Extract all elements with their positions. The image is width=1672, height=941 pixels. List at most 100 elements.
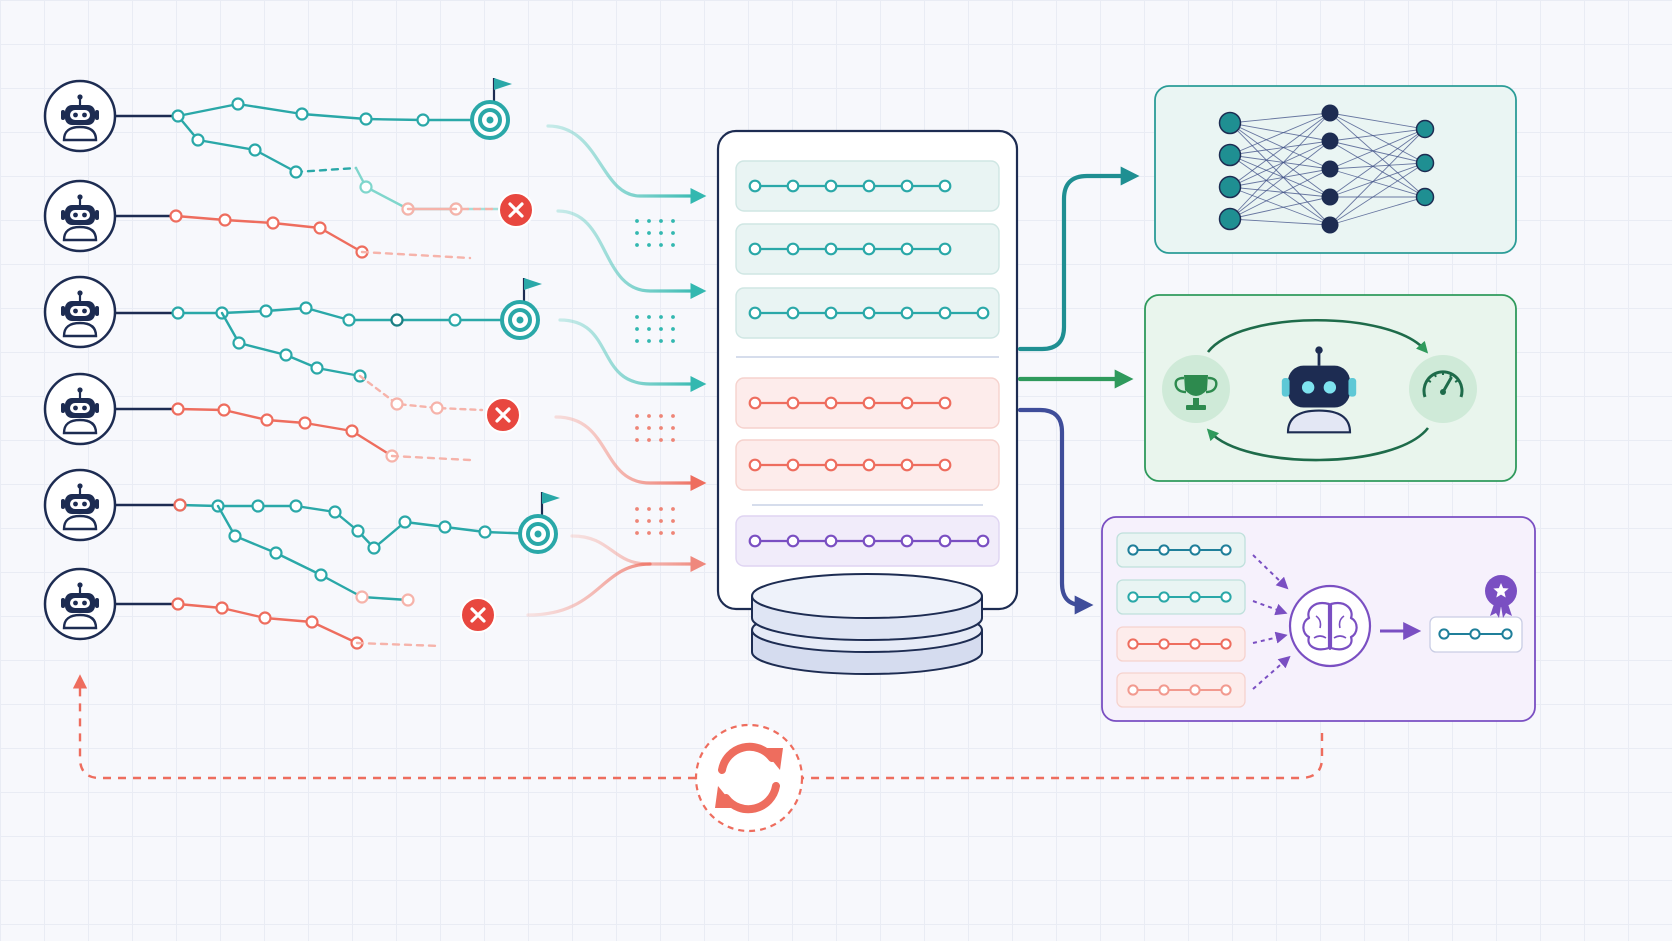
grid-dot bbox=[635, 414, 639, 418]
trajectory-node bbox=[824, 458, 838, 472]
robot-eye bbox=[82, 308, 87, 314]
nn-edge bbox=[1329, 112, 1426, 164]
grid-dot bbox=[671, 438, 675, 442]
trajectory-node bbox=[786, 179, 800, 193]
trajectory-line bbox=[360, 250, 472, 260]
grid-dot bbox=[647, 531, 651, 535]
nn-edge bbox=[1229, 168, 1331, 220]
trajectory-node bbox=[215, 601, 229, 615]
robot-icon bbox=[61, 582, 99, 630]
trajectory-node bbox=[824, 242, 838, 256]
nn-edge bbox=[1229, 154, 1331, 170]
trajectory-node bbox=[938, 179, 952, 193]
nn-node bbox=[1415, 153, 1435, 173]
flag bbox=[524, 278, 542, 290]
nn-node bbox=[1218, 111, 1242, 135]
trajectory-line bbox=[176, 407, 394, 458]
robot-eye bbox=[82, 405, 87, 411]
nn-edge bbox=[1229, 112, 1331, 220]
nn-edge bbox=[1229, 218, 1331, 226]
trajectory-node bbox=[232, 336, 246, 350]
nn-edge bbox=[1329, 162, 1426, 170]
trajectory-line bbox=[176, 102, 490, 122]
robot-visor bbox=[70, 403, 90, 413]
agent-6-failure bbox=[43, 567, 117, 641]
grid-dot bbox=[671, 426, 675, 430]
fail-cross bbox=[508, 202, 524, 218]
robot-eye bbox=[73, 212, 78, 218]
loop-arrow-bottom bbox=[1206, 427, 1430, 462]
trajectory-node bbox=[900, 396, 914, 410]
grid-dot bbox=[635, 519, 639, 523]
trajectory-node bbox=[1127, 684, 1139, 696]
trajectory-node bbox=[191, 133, 205, 147]
robot-antenna-tip bbox=[77, 483, 83, 489]
trajectory-node bbox=[258, 611, 272, 625]
nn-edge bbox=[1329, 140, 1426, 164]
flag bbox=[542, 492, 560, 504]
flow-arrow-success bbox=[556, 209, 707, 299]
trajectory-node bbox=[1189, 544, 1201, 556]
trajectory-node bbox=[1189, 591, 1201, 603]
trajectory-node bbox=[786, 458, 800, 472]
agent-4-failure bbox=[43, 372, 117, 446]
robot-ear bbox=[1348, 378, 1357, 397]
flow-arrows bbox=[526, 124, 707, 617]
grid-dot bbox=[647, 219, 651, 223]
grid-dot bbox=[647, 426, 651, 430]
trajectory-node bbox=[345, 424, 359, 438]
nn-node bbox=[1415, 187, 1435, 207]
mini-trajectory-row bbox=[1116, 579, 1246, 615]
loop-dashed-line bbox=[802, 733, 1324, 780]
grid-dot bbox=[671, 531, 675, 535]
replay-buffer bbox=[716, 129, 1019, 675]
trajectory-node bbox=[448, 313, 462, 327]
grid-dot bbox=[671, 231, 675, 235]
trajectory-node bbox=[171, 306, 185, 320]
grid-dot bbox=[647, 315, 651, 319]
robot-eye bbox=[1301, 381, 1315, 394]
robot-body bbox=[1286, 409, 1352, 434]
curated-trajectory-row bbox=[1429, 616, 1523, 653]
trajectory-node bbox=[900, 179, 914, 193]
robot-ear bbox=[61, 210, 65, 220]
nn-edge bbox=[1229, 140, 1331, 188]
gauge-icon bbox=[1409, 355, 1477, 423]
robot-eye bbox=[82, 501, 87, 507]
trajectory-node bbox=[862, 534, 876, 548]
trajectory-node bbox=[1158, 684, 1170, 696]
trajectory-node bbox=[748, 306, 762, 320]
trajectory-node bbox=[900, 242, 914, 256]
trajectory-node bbox=[748, 534, 762, 548]
nn-edge bbox=[1229, 186, 1331, 226]
grid-dot bbox=[659, 231, 663, 235]
trajectory-node bbox=[269, 546, 283, 560]
trajectory-line bbox=[355, 641, 442, 648]
grid-dot bbox=[671, 243, 675, 247]
grid-dot bbox=[659, 531, 663, 535]
arrow-to-distill bbox=[1017, 407, 1094, 615]
brain-icon bbox=[1288, 584, 1372, 668]
trajectory-node bbox=[938, 534, 952, 548]
buffer-row-curated bbox=[735, 515, 1000, 567]
nn-edge bbox=[1329, 162, 1426, 198]
trajectory-node bbox=[416, 113, 430, 127]
nn-edge bbox=[1329, 128, 1426, 198]
trajectory-node bbox=[231, 97, 245, 111]
grid-dot bbox=[671, 219, 675, 223]
trajectory-node bbox=[1220, 591, 1232, 603]
target-center bbox=[516, 316, 524, 324]
target-flag-icon bbox=[470, 78, 512, 140]
buffer-row-success bbox=[735, 287, 1000, 339]
nn-edge bbox=[1329, 128, 1426, 142]
robot-antenna-tip bbox=[1315, 346, 1323, 354]
robot-ear bbox=[61, 499, 65, 509]
grid-dot bbox=[635, 507, 639, 511]
flow-arrow-failure bbox=[554, 415, 707, 491]
grid-dot bbox=[647, 339, 651, 343]
robot-eye bbox=[73, 112, 78, 118]
trajectory-node bbox=[390, 313, 404, 327]
trajectory-node bbox=[1220, 544, 1232, 556]
target-center bbox=[534, 530, 542, 538]
